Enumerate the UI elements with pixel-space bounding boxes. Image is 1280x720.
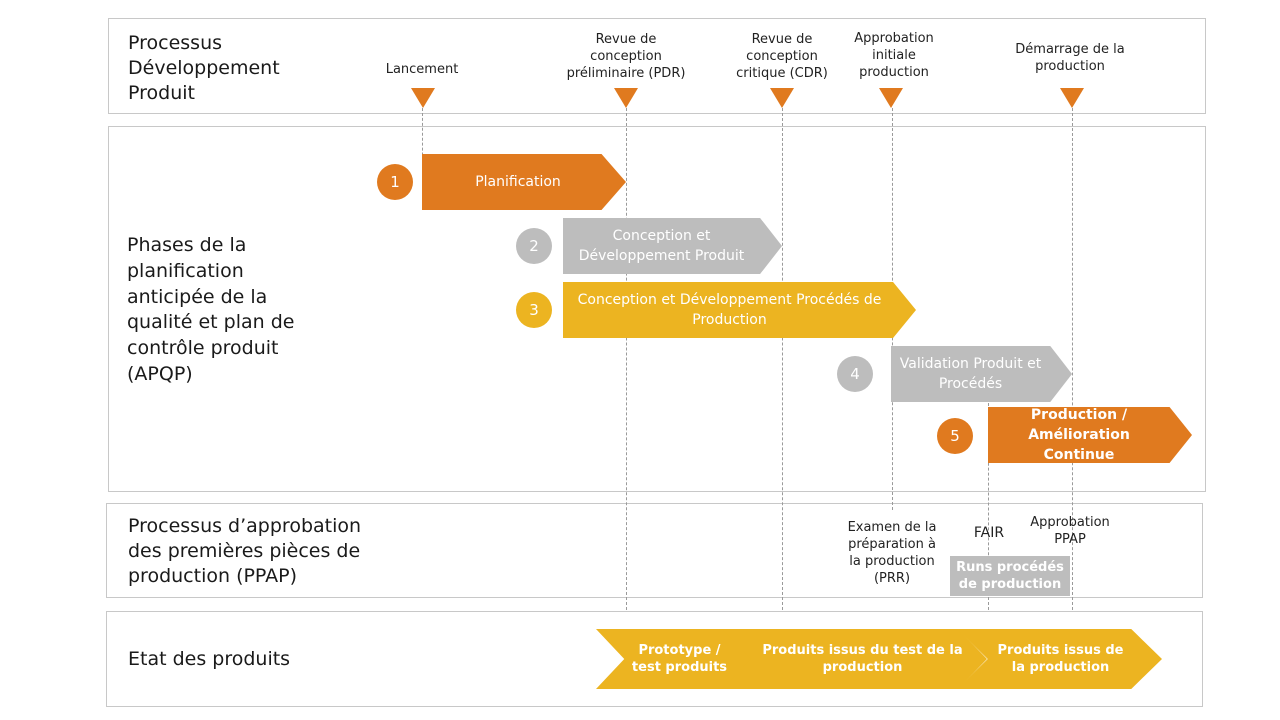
phase-4-label: Validation Produit et Procédés (899, 356, 1042, 392)
phase-3-label: Conception et Développement Procédés de … (577, 292, 882, 328)
apqp-title: Phases de la planification anticipée de … (127, 234, 295, 385)
cdr-line (782, 108, 783, 610)
phase-2-number: 2 (516, 228, 552, 264)
phase-5-number: 5 (937, 418, 973, 454)
ppap-title: Processus d’approbation des premières pi… (128, 515, 362, 587)
phase-2-arrow: Conception et Développement Produit (563, 218, 782, 274)
product-prototype-label: Prototype / test produits (631, 643, 728, 675)
runs-label: Runs procédés de production (956, 560, 1064, 592)
phase-1-arrow: Planification (422, 154, 626, 210)
milestone-lancement-marker (411, 88, 435, 108)
prr-label: Examen de la préparation à la production… (847, 520, 937, 586)
milestone-demarrage-marker (1060, 88, 1084, 108)
product-production-chevron: Produits issus de la production (957, 629, 1162, 689)
phase-5-label: Production / Amélioration Continue (1028, 407, 1130, 463)
phase-3-arrow: Conception et Développement Procédés de … (563, 282, 916, 338)
pdr-line (626, 108, 627, 610)
etat-title: Etat des produits (128, 648, 291, 670)
milestone-pdr-marker (614, 88, 638, 108)
milestone-cdr-marker (770, 88, 794, 108)
product-prototype-chevron: Prototype / test produits (596, 629, 753, 689)
pdp-title: Processus Développement Produit (128, 32, 280, 104)
phase-4-number: 4 (837, 356, 873, 392)
fair-line (988, 403, 989, 610)
product-test-label: Produits issus du test de la production (762, 643, 963, 675)
milestone-lancement: Lancement (385, 62, 459, 77)
phase-2-label: Conception et Développement Produit (578, 228, 745, 264)
product-test-chevron: Produits issus du test de la production (722, 629, 987, 689)
milestone-approbation: Approbation initiale production (854, 31, 934, 80)
milestone-demarrage: Démarrage de la production (1015, 42, 1125, 74)
fair-label: FAIR (973, 525, 1005, 541)
milestone-cdr: Revue de conception critique (CDR) (736, 32, 828, 81)
ppap-approval-label: Approbation PPAP (1030, 515, 1110, 547)
phase-4-arrow: Validation Produit et Procédés (891, 346, 1072, 402)
phase-1-number: 1 (377, 164, 413, 200)
phase-5-arrow: Production / Amélioration Continue (988, 407, 1192, 463)
phase-3-number: 3 (516, 292, 552, 328)
milestone-pdr: Revue de conception préliminaire (PDR) (566, 32, 686, 81)
milestone-approbation-marker (879, 88, 903, 108)
pdp-band (108, 18, 1206, 114)
demarrage-line (1072, 108, 1073, 610)
product-production-label: Produits issus de la production (997, 643, 1124, 675)
phase-1-label: Planification (475, 174, 561, 190)
runs-box: Runs procédés de production (950, 556, 1070, 596)
